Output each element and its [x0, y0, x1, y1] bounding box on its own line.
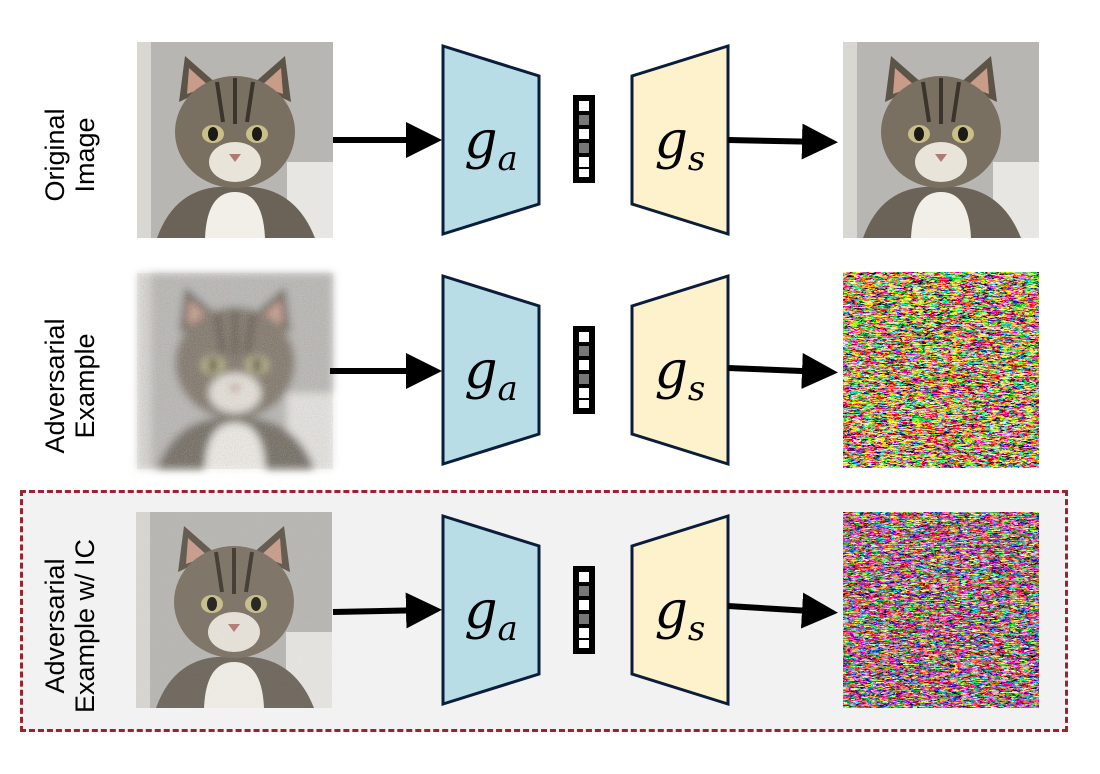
decoder-label: gs — [655, 341, 706, 409]
arrow — [332, 592, 442, 629]
encoder-label: ga — [464, 111, 518, 179]
encoder-block: ga — [441, 44, 541, 236]
output-image-distorted — [843, 272, 1039, 468]
output-image-reconstructed — [841, 40, 1041, 240]
arrow — [727, 592, 838, 629]
input-image-original — [135, 40, 335, 240]
arrow — [727, 353, 838, 390]
input-image-adversarial — [135, 271, 335, 471]
encoder-block: ga — [441, 514, 541, 706]
decoder-block: gs — [630, 514, 730, 706]
latent-code — [573, 566, 595, 654]
output-image-distorted-ic — [843, 512, 1039, 708]
encoder-block: ga — [441, 274, 541, 466]
decoder-label: gs — [655, 581, 706, 649]
input-image-adversarial-ic — [134, 510, 334, 710]
latent-code — [573, 326, 595, 414]
decoder-block: gs — [630, 44, 730, 236]
arrow — [727, 123, 838, 160]
latent-code — [573, 95, 595, 183]
decoder-block: gs — [630, 274, 730, 466]
